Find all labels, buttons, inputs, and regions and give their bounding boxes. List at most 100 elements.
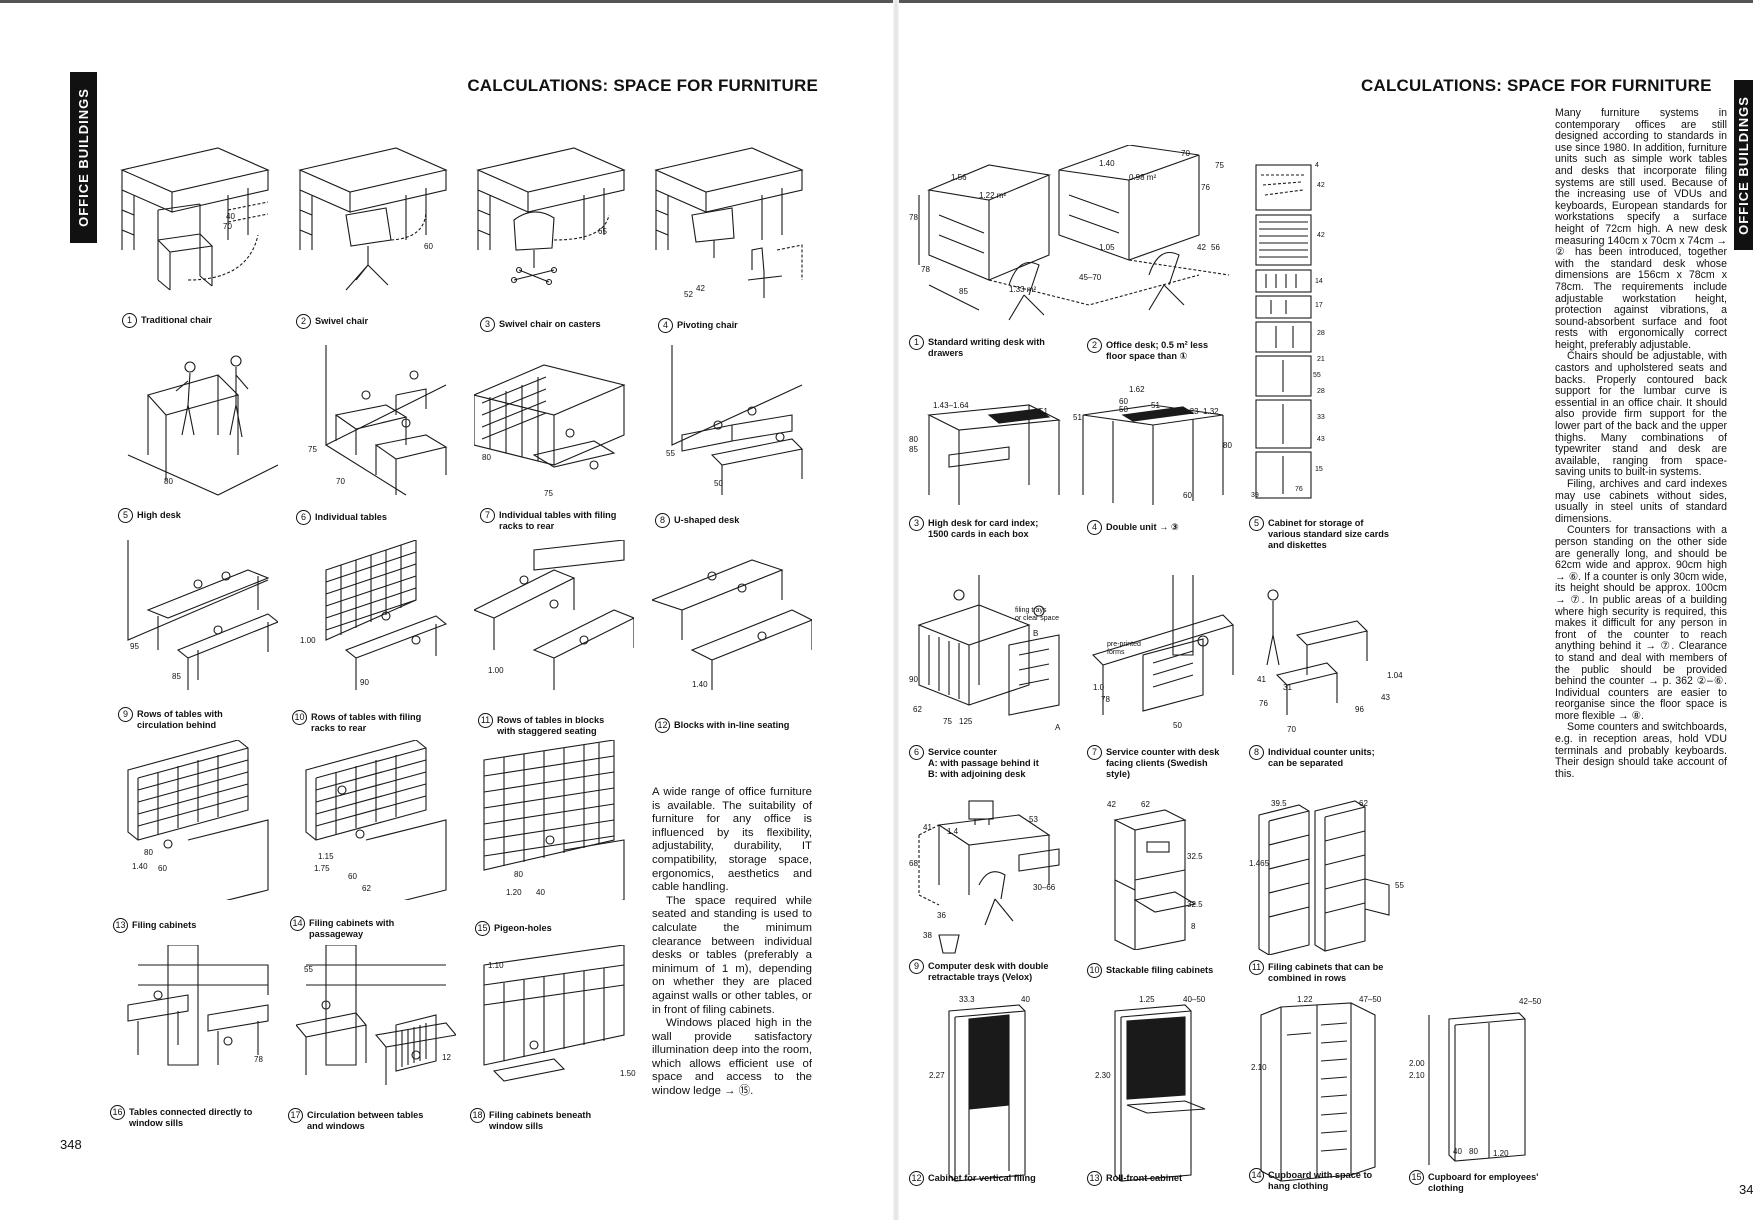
dim-label: 50 — [1173, 721, 1182, 730]
dim-label: 75 — [544, 489, 553, 498]
paragraph: Counters for transactions with a person … — [1555, 524, 1727, 722]
dim-label: 60 — [424, 242, 433, 251]
dim-label: 4 — [1315, 162, 1319, 169]
paragraph: Some counters and switchboards, e.g. in … — [1555, 721, 1727, 780]
dim-label: 90 — [360, 678, 369, 687]
paragraph: Filing, archives and card indexes may us… — [1555, 478, 1727, 525]
dim-label: 85 — [909, 445, 918, 454]
figure-roll-front-cabinet: 1.25 40–50 2.30 — [1095, 995, 1215, 1185]
dim-label: 70 — [223, 222, 232, 231]
dim-label: 55 — [1313, 372, 1321, 379]
dim-label: 47–50 — [1359, 995, 1382, 1004]
dim-label: 1.25 — [1139, 995, 1155, 1004]
dim-label: 85 — [959, 287, 968, 296]
page-left: OFFICE BUILDINGS CALCULATIONS: SPACE FOR… — [60, 72, 825, 1152]
dim-label: 76 — [1201, 183, 1210, 192]
dim-label: 2.30 — [1095, 1071, 1111, 1080]
dim-label: 80 — [164, 477, 173, 486]
dim-label: 1.22 m² — [979, 191, 1007, 200]
section-tab: OFFICE BUILDINGS — [70, 72, 97, 243]
figure-cupboard-hanging: 1.22 47–50 2.10 — [1251, 995, 1391, 1185]
dim-label: 51 — [1151, 401, 1160, 410]
dim-label: 40 — [536, 888, 545, 897]
figure-pivoting-chair: 52 42 — [652, 140, 812, 300]
figure-high-desk: 80 — [118, 345, 278, 505]
dim-label: 1.00 — [300, 636, 316, 645]
dim-label: 38 — [923, 931, 932, 940]
figure-blocks-in-line: 1.40 — [652, 540, 812, 700]
dim-label: 51 — [1073, 413, 1082, 422]
dim-label: 1.4 — [947, 827, 959, 836]
dim-label: 15 — [1315, 466, 1323, 473]
page-right: OFFICE BUILDINGS CALCULATIONS: SPACE FOR… — [899, 0, 1753, 1220]
paragraph: The space required while seated and stan… — [652, 894, 812, 1016]
dim-label: 80 — [144, 848, 153, 857]
body-text: Many furniture systems in contemporary o… — [1555, 107, 1727, 780]
dim-label: 80 — [514, 870, 523, 879]
dim-label: 55 — [304, 965, 313, 974]
figure-cabinets-beneath-sills: 1.10 1.50 — [474, 945, 636, 1105]
section-tab-label: OFFICE BUILDINGS — [76, 88, 91, 227]
dim-label: 1.62 — [1129, 385, 1145, 394]
figure-tables-with-filing-racks: 80 75 — [474, 345, 634, 505]
dim-label: 51 — [1039, 407, 1048, 416]
dim-label: 42 — [1317, 182, 1325, 189]
page-title: CALCULATIONS: SPACE FOR FURNITURE — [1361, 76, 1712, 95]
figure-filing-cabinets-rows: 39.5 62 1.465 55 — [1249, 795, 1409, 955]
dim-label: 60 — [1183, 491, 1192, 500]
dim-label: 1.10 — [488, 961, 504, 970]
dim-label: 1.50 — [620, 1069, 636, 1078]
dim-label: 41 — [1257, 675, 1266, 684]
figure-vertical-filing-cabinet: 33.3 40 2.27 — [929, 995, 1049, 1185]
dim-label: 1.40 — [1099, 159, 1115, 168]
dim-label: 50 — [1119, 405, 1128, 414]
figure-tables-at-window-sills: 78 — [118, 945, 278, 1105]
dim-label: 55 — [666, 449, 675, 458]
paragraph: Windows placed high in the wall provide … — [652, 1017, 812, 1098]
figure-double-unit: 1.62 60 50 51 51 1.23–1.32 80 60 — [1073, 385, 1233, 515]
dim-label: 55 — [1395, 881, 1404, 890]
dim-label: 125 — [959, 717, 973, 726]
dim-label: pre-printed forms — [1107, 641, 1141, 656]
dim-label: 60 — [348, 872, 357, 881]
dim-label: 2.00 — [1409, 1059, 1425, 1068]
dim-label: 1.56 — [951, 173, 967, 182]
dim-label: 62 — [1141, 800, 1150, 809]
dim-label: 76 — [1295, 486, 1303, 493]
dim-label: 43 — [1381, 693, 1390, 702]
dim-label: 21 — [1317, 356, 1325, 363]
page-number: 348 — [60, 1137, 82, 1152]
dim-label: 80 — [909, 435, 918, 444]
paragraph: Chairs should be adjustable, with castor… — [1555, 350, 1727, 479]
paragraph: A wide range of office furniture is avai… — [652, 786, 812, 894]
dim-label: 62 — [362, 884, 371, 893]
dim-label: 28 — [1317, 330, 1325, 337]
dim-label: 43 — [1317, 436, 1325, 443]
dim-label: 70 — [336, 477, 345, 486]
dim-label: 39 — [1251, 492, 1259, 499]
dim-label: 1.04 — [1387, 671, 1403, 680]
dim-label: 75 — [1215, 161, 1224, 170]
dim-label: 17 — [1315, 302, 1323, 309]
figure-counter-facing-clients: pre-printed forms 1.0 78 50 — [1083, 565, 1243, 735]
figure-pigeon-holes: 80 1.20 40 — [474, 740, 634, 900]
dim-label: 95 — [130, 642, 139, 651]
dim-label: 60 — [158, 864, 167, 873]
dim-label: 80 — [1469, 1147, 1478, 1156]
dim-label: 78 — [909, 213, 918, 222]
dim-label: 36 — [937, 911, 946, 920]
dim-label: 30–66 — [1033, 883, 1056, 892]
